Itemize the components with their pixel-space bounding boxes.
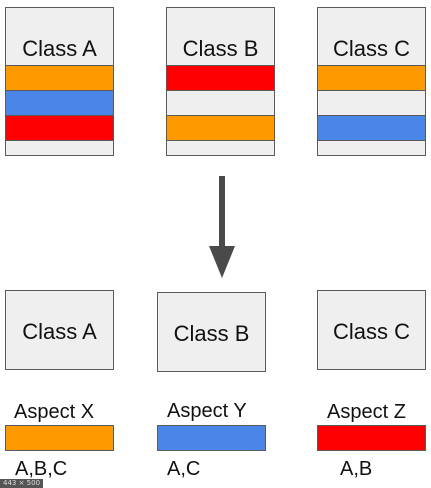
class-a-before-box: Class A [5,7,114,156]
class-c-after-box: Class C [317,290,426,370]
aspect-z-bar [317,425,426,451]
class-c-band-2 [318,90,425,116]
class-c-band-3 [318,115,425,141]
aspect-x-bar [5,425,114,451]
class-c-band-1 [318,65,425,91]
class-b-band-3 [167,115,274,141]
class-a-before-title: Class A [22,36,97,61]
class-a-after-title: Class A [22,319,97,344]
class-a-after-box: Class A [5,290,114,370]
class-c-after-title: Class C [332,319,410,344]
class-a-band-2 [6,90,113,116]
class-b-before-box: Class B [166,7,275,156]
class-b-band-2 [167,90,274,116]
aspect-y-applies-to: A,C [167,458,201,480]
class-c-before-box: Class C [317,7,426,156]
class-c-before-title: Class C [332,36,410,61]
image-size-tag: 443 × 500 [0,479,44,488]
class-b-band-1 [167,65,274,91]
class-b-before-title: Class B [182,36,259,61]
aspect-z-applies-to: A,B [340,458,373,480]
aspect-y-bar [157,425,266,451]
class-b-after-title: Class B [173,321,250,346]
class-a-band-3 [6,115,113,141]
class-a-band-1 [6,65,113,91]
aspect-y-label: Aspect Y [167,400,247,422]
class-b-after-box: Class B [157,292,266,372]
aspect-x-label: Aspect X [14,401,95,423]
aspect-z-label: Aspect Z [327,401,406,423]
aspect-x-applies-to: A,B,C [15,458,68,480]
down-arrow-icon [209,176,235,278]
